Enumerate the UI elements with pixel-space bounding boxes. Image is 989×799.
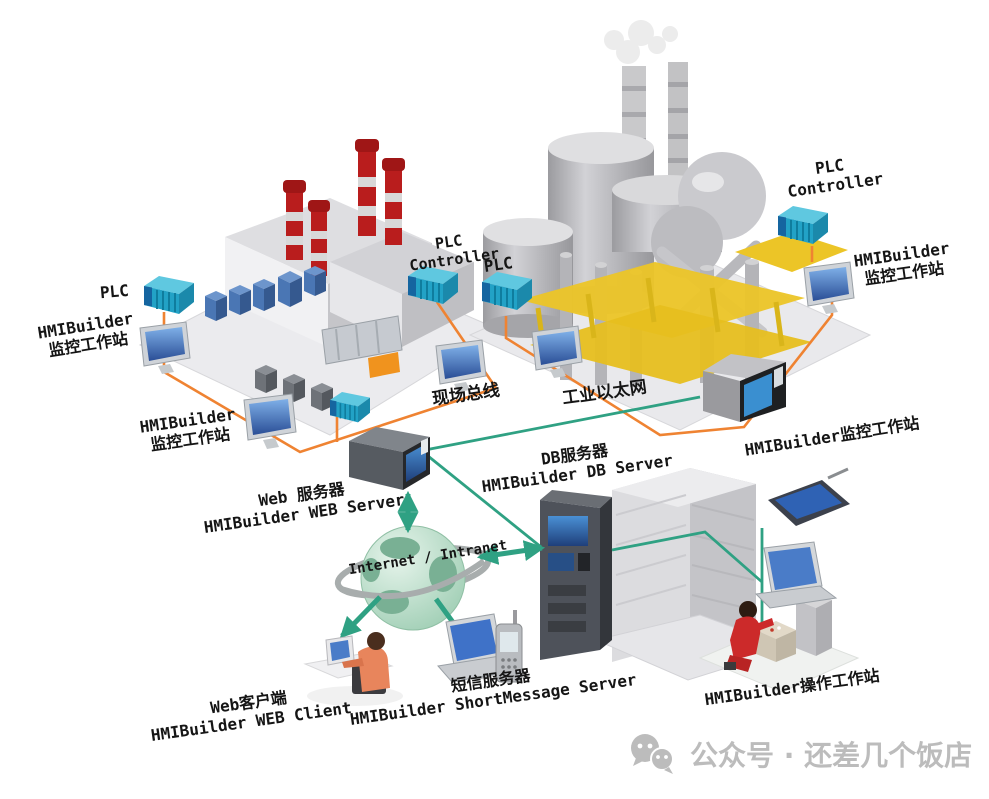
server-screen: [548, 516, 588, 546]
laptop-icon-right: [754, 541, 838, 609]
operator-workstation-scene: [698, 593, 860, 693]
db-building: [594, 468, 792, 681]
label-plc-left: PLC: [99, 280, 130, 303]
web-server-box: [349, 427, 430, 490]
left-factory-illustration: [138, 139, 502, 436]
db-server-tower: [540, 490, 612, 660]
operator-person: [724, 601, 774, 672]
laptop-icon: [437, 613, 518, 683]
plc-module: [144, 206, 828, 423]
monitor-workstation: [139, 261, 855, 449]
web-client-person: [303, 632, 403, 706]
smoke-icon: [604, 20, 678, 64]
watermark-text: 公众号 · 还差几个饭店: [690, 739, 973, 772]
mobile-phone-icon: [495, 610, 523, 683]
sms-server-devices: [437, 610, 523, 683]
chimney-icon: [283, 139, 405, 276]
watermark: 公众号 · 还差几个饭店: [628, 733, 972, 775]
wechat-icon: [631, 734, 674, 774]
cabinet-icon: [796, 593, 832, 656]
tablet-icon: [768, 467, 850, 526]
factory-machines: [205, 266, 326, 321]
label-plc-tank: PLC: [482, 253, 514, 276]
industrial-panel-pc: [703, 354, 786, 422]
internet-globe-icon: [334, 525, 492, 631]
ethernet-network-line: [424, 395, 764, 645]
